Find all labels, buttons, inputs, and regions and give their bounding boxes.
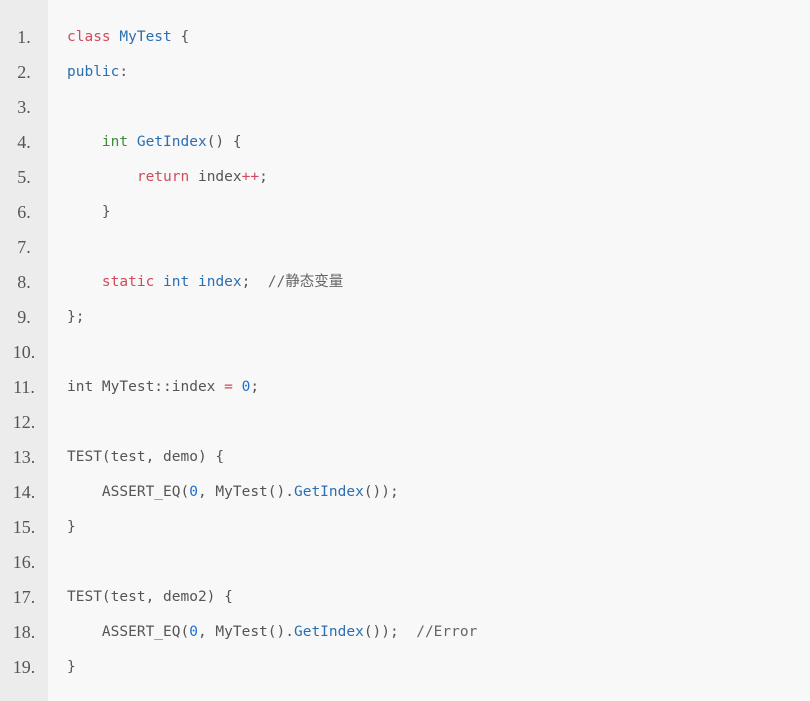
line-number: 18. — [12, 622, 36, 642]
code-token: TEST(test, demo) { — [67, 449, 225, 465]
line-number: 1. — [17, 27, 31, 47]
line-number: 4. — [17, 132, 31, 152]
code-line: 12. — [0, 405, 810, 440]
code-token: , MyTest(). — [197, 484, 294, 500]
code-line: 2. public: — [0, 55, 810, 90]
code-line: 3. — [0, 90, 810, 125]
code-token — [67, 169, 137, 185]
code-line: 17. TEST(test, demo2) { — [0, 580, 810, 615]
code-token: 0 — [189, 624, 198, 640]
code-line: 5. return index++; — [0, 160, 810, 195]
line-number: 19. — [12, 657, 36, 677]
line-code: int MyTest::index = 0; — [67, 377, 259, 397]
code-token: ; — [241, 274, 268, 290]
code-token: ++ — [241, 169, 260, 185]
line-number: 14. — [12, 482, 36, 502]
line-code: static int index; //静态变量 — [67, 272, 343, 292]
code-token: return — [136, 169, 190, 185]
code-token: //Error — [416, 624, 478, 640]
code-token: static — [101, 274, 155, 290]
code-token: ; — [259, 169, 268, 185]
line-code: public: — [67, 62, 128, 82]
code-token: , MyTest(). — [197, 624, 294, 640]
code-line: 8. static int index; //静态变量 — [0, 265, 810, 300]
code-line: 15.} — [0, 510, 810, 545]
code-token — [67, 134, 102, 150]
code-line: 1. class MyTest { — [0, 20, 810, 55]
code-token: ()); — [363, 484, 399, 500]
code-token: : — [119, 64, 129, 80]
code-token: //静态变量 — [267, 274, 344, 290]
code-token: = — [224, 379, 233, 395]
code-line: 19.} — [0, 650, 810, 685]
code-token — [189, 274, 198, 290]
code-token: GetIndex — [293, 624, 364, 640]
code-line: 7. — [0, 230, 810, 265]
code-token: int MyTest::index — [67, 379, 225, 395]
code-token: } — [67, 204, 111, 220]
line-code: ASSERT_EQ(0, MyTest().GetIndex()); //Err… — [67, 622, 477, 642]
line-number: 17. — [12, 587, 36, 607]
line-code: } — [67, 657, 76, 677]
code-token: }; — [67, 309, 85, 325]
code-token — [128, 134, 137, 150]
line-number: 13. — [12, 447, 36, 467]
line-number: 7. — [17, 237, 31, 257]
code-line: 10. — [0, 335, 810, 370]
code-line: 4. int GetIndex() { — [0, 125, 810, 160]
line-number-gutter — [0, 0, 48, 701]
line-number: 3. — [17, 97, 31, 117]
line-number: 5. — [17, 167, 31, 187]
line-code: class MyTest { — [67, 27, 189, 47]
code-token: GetIndex — [136, 134, 207, 150]
line-code: TEST(test, demo) { — [67, 447, 224, 467]
line-code: } — [67, 202, 111, 222]
line-number: 10. — [12, 342, 36, 362]
line-code: return index++; — [67, 167, 268, 187]
code-token: { — [171, 29, 190, 45]
code-token: ; — [250, 379, 260, 395]
code-token: } — [67, 659, 76, 675]
code-token: class — [67, 29, 111, 45]
line-number: 15. — [12, 517, 36, 537]
line-number: 11. — [13, 377, 35, 397]
line-code: ASSERT_EQ(0, MyTest().GetIndex()); — [67, 482, 399, 502]
code-line: 11. int MyTest::index = 0; — [0, 370, 810, 405]
code-token: int — [163, 274, 190, 290]
code-line: 13. TEST(test, demo) { — [0, 440, 810, 475]
line-code: }; — [67, 307, 84, 327]
code-token — [67, 274, 102, 290]
code-token: 0 — [189, 484, 198, 500]
code-token: } — [67, 519, 76, 535]
code-line: 18. ASSERT_EQ(0, MyTest().GetIndex()); /… — [0, 615, 810, 650]
line-number: 12. — [12, 412, 36, 432]
code-token — [233, 379, 242, 395]
code-line: 14. ASSERT_EQ(0, MyTest().GetIndex()); — [0, 475, 810, 510]
line-number: 2. — [17, 62, 31, 82]
code-line: 16. — [0, 545, 810, 580]
code-token: ASSERT_EQ( — [67, 484, 190, 500]
code-token: ASSERT_EQ( — [67, 624, 190, 640]
line-code: } — [67, 517, 76, 537]
line-code: TEST(test, demo2) { — [67, 587, 233, 607]
code-token — [154, 274, 163, 290]
code-token: GetIndex — [293, 484, 364, 500]
code-token: index — [189, 169, 242, 185]
line-number: 8. — [17, 272, 31, 292]
code-token: int — [101, 134, 129, 150]
code-line: 9.}; — [0, 300, 810, 335]
line-code: int GetIndex() { — [67, 132, 242, 152]
code-token: public — [67, 64, 120, 80]
line-number: 9. — [17, 307, 31, 327]
code-token: index — [197, 274, 242, 290]
code-token: ()); — [363, 624, 417, 640]
code-token: 0 — [241, 379, 251, 395]
code-token: MyTest — [119, 29, 172, 45]
code-token: () { — [206, 134, 242, 150]
line-number: 16. — [12, 552, 36, 572]
code-token: TEST(test, demo2) { — [67, 589, 233, 605]
code-line: 6. } — [0, 195, 810, 230]
line-number: 6. — [17, 202, 31, 222]
